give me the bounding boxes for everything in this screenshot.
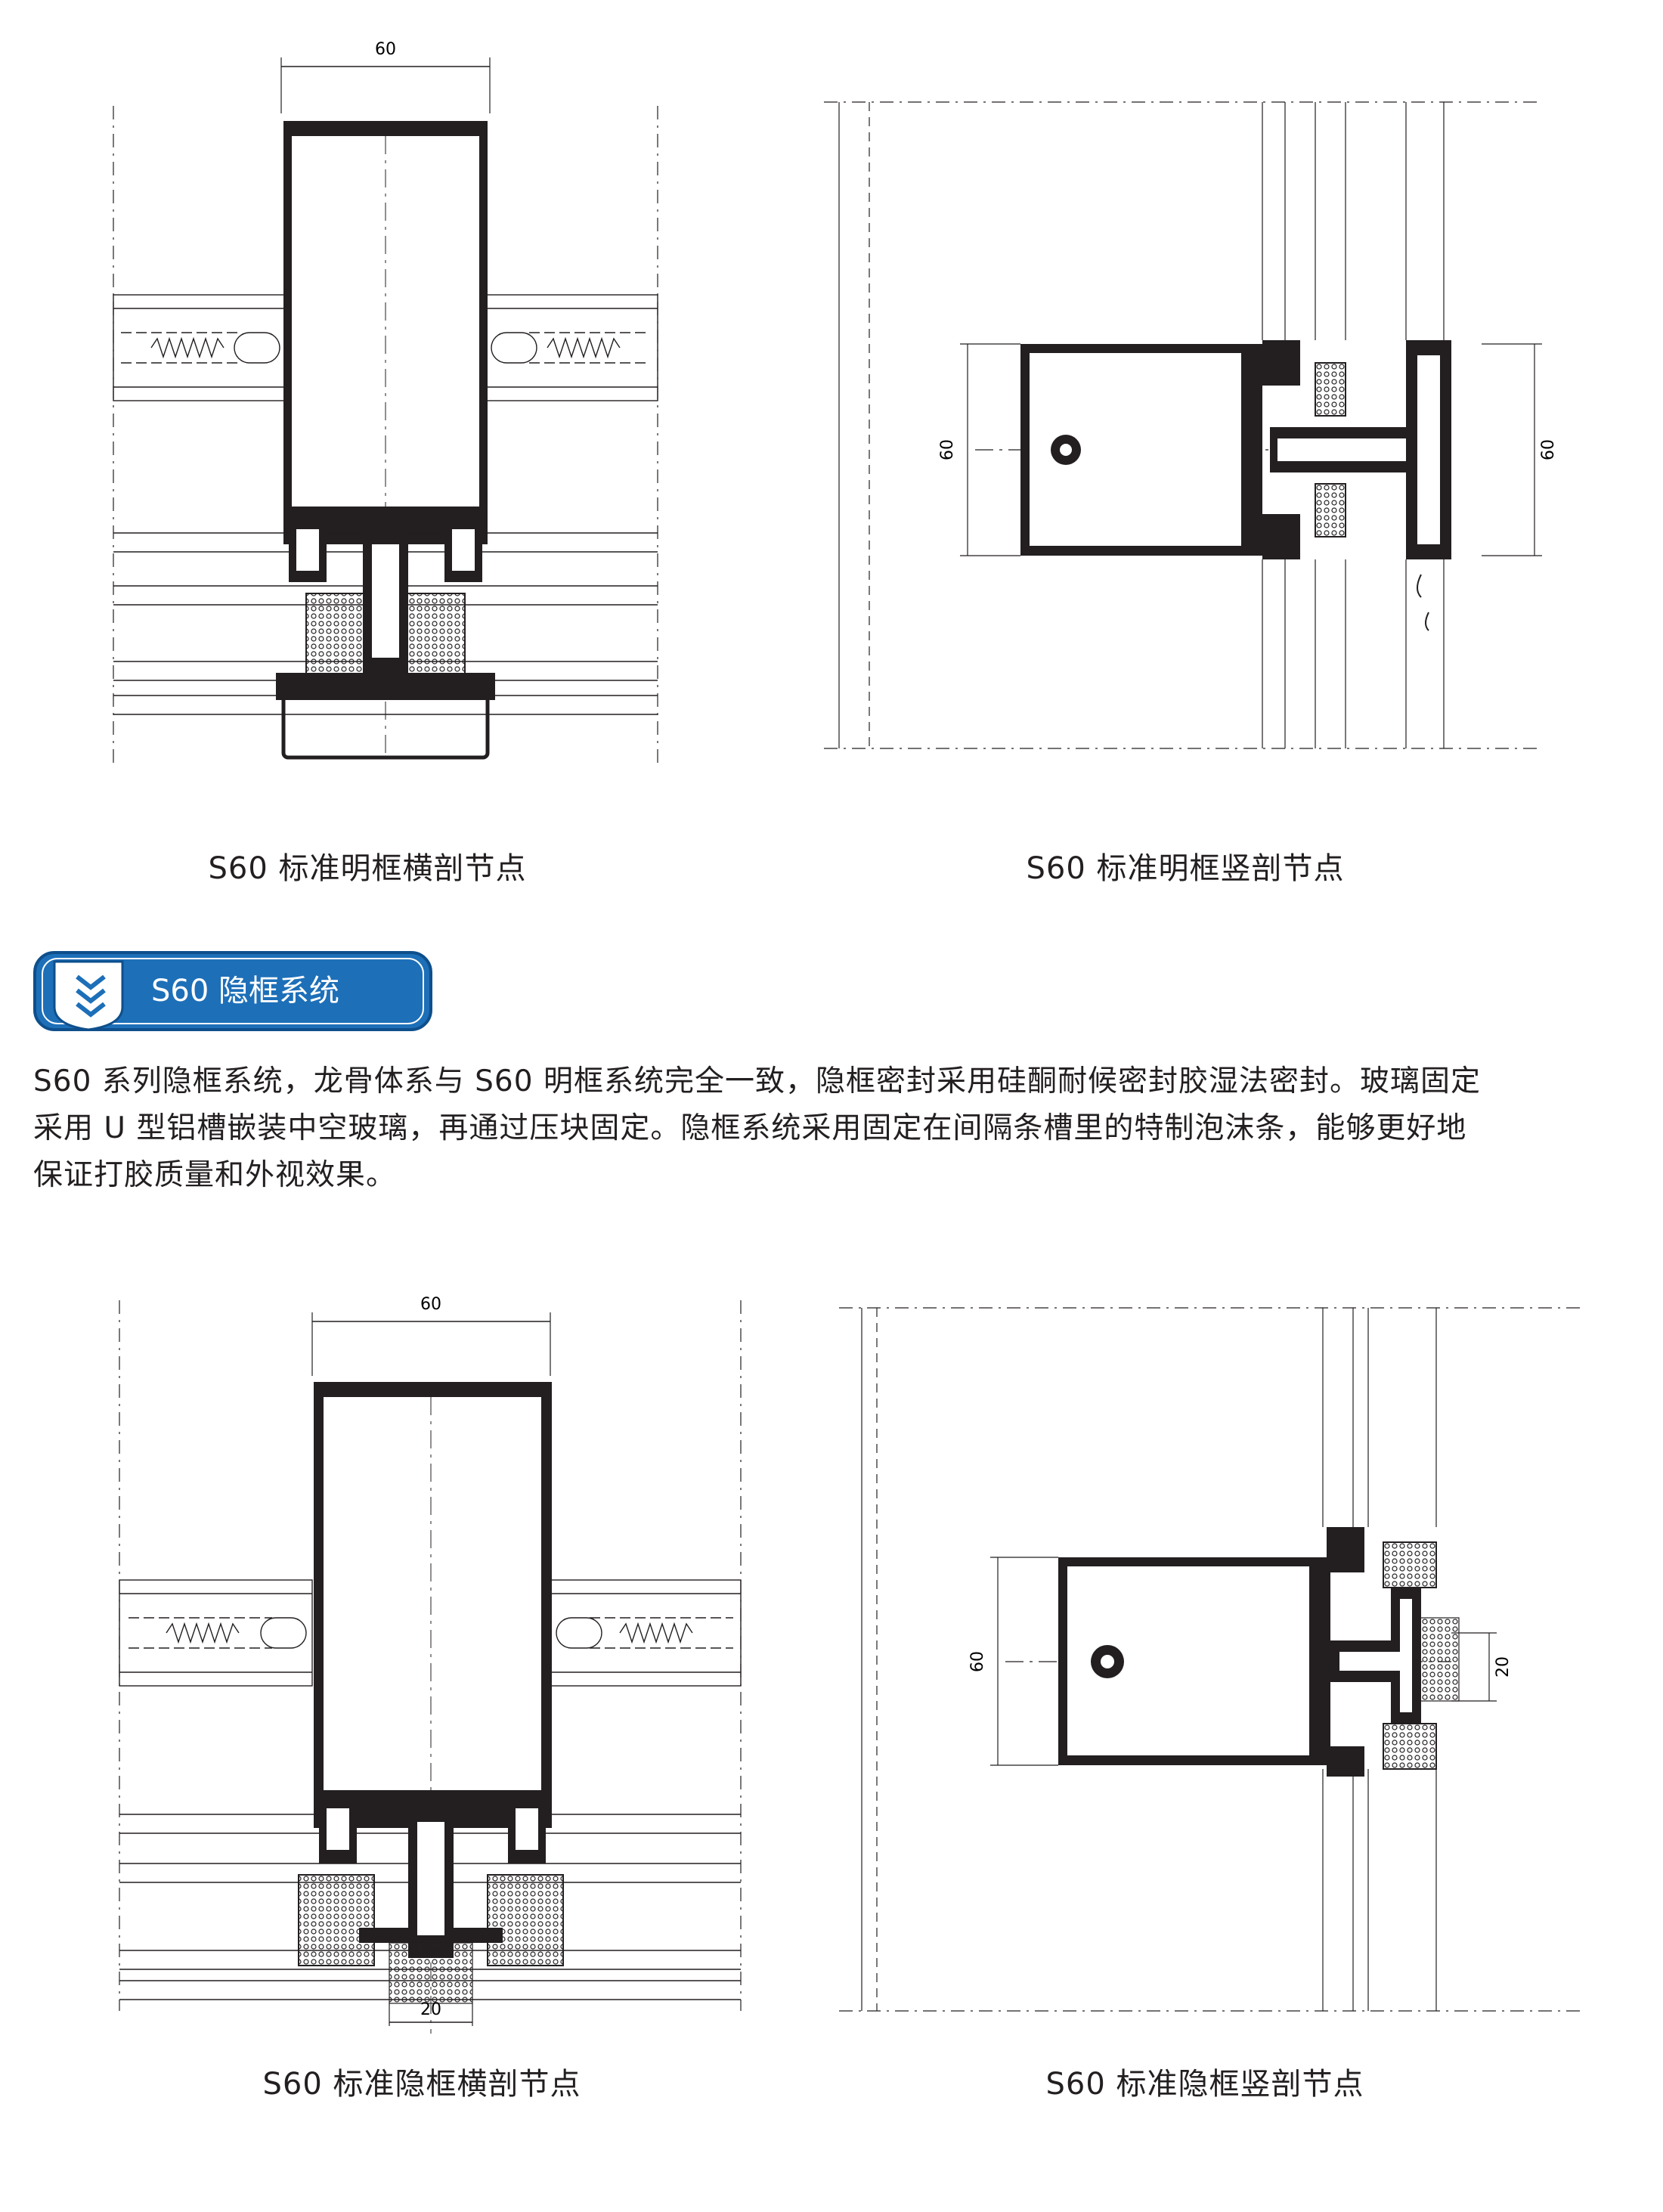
section-description: S60 系列隐框系统，龙骨体系与 S60 明框系统完全一致，隐框密封采用硅酮耐候…	[33, 1058, 1636, 1199]
dimension-label: 60	[1539, 439, 1558, 460]
dimension-label: 60	[375, 40, 396, 59]
drawing-exposed-vertical-section: 60 60	[824, 101, 1558, 749]
section-banner: S60 隐框系统	[32, 950, 434, 1033]
dimension-label: 60	[968, 1651, 987, 1672]
double-chevron-down-icon	[76, 974, 106, 1018]
paragraph-line: 采用 U 型铝槽嵌装中空玻璃，再通过压块固定。隐框系统采用固定在间隔条槽里的特制…	[33, 1111, 1467, 1145]
drawing-exposed-horizontal-section: 60	[113, 40, 658, 764]
section-title: S60 隐框系统	[151, 974, 340, 1008]
drawing-caption: S60 标准隐框横剖节点	[262, 2067, 581, 2102]
drawing-caption: S60 标准明框竖剖节点	[1026, 851, 1345, 886]
drawing-caption: S60 标准隐框竖剖节点	[1045, 2067, 1364, 2102]
dimension-label: 60	[420, 1295, 441, 1314]
drawing-hidden-vertical-section: 60 20	[839, 1307, 1580, 2012]
dimension-label: 60	[938, 439, 957, 460]
paragraph-line: 保证打胶质量和外视效果。	[33, 1158, 397, 1192]
drawing-caption: S60 标准明框横剖节点	[208, 851, 527, 886]
drawing-hidden-horizontal-section: 60 20	[119, 1295, 742, 2034]
dimension-label: 20	[420, 2000, 441, 2019]
paragraph-line: S60 系列隐框系统，龙骨体系与 S60 明框系统完全一致，隐框密封采用硅酮耐候…	[33, 1064, 1481, 1098]
dimension-label: 20	[1494, 1656, 1513, 1678]
